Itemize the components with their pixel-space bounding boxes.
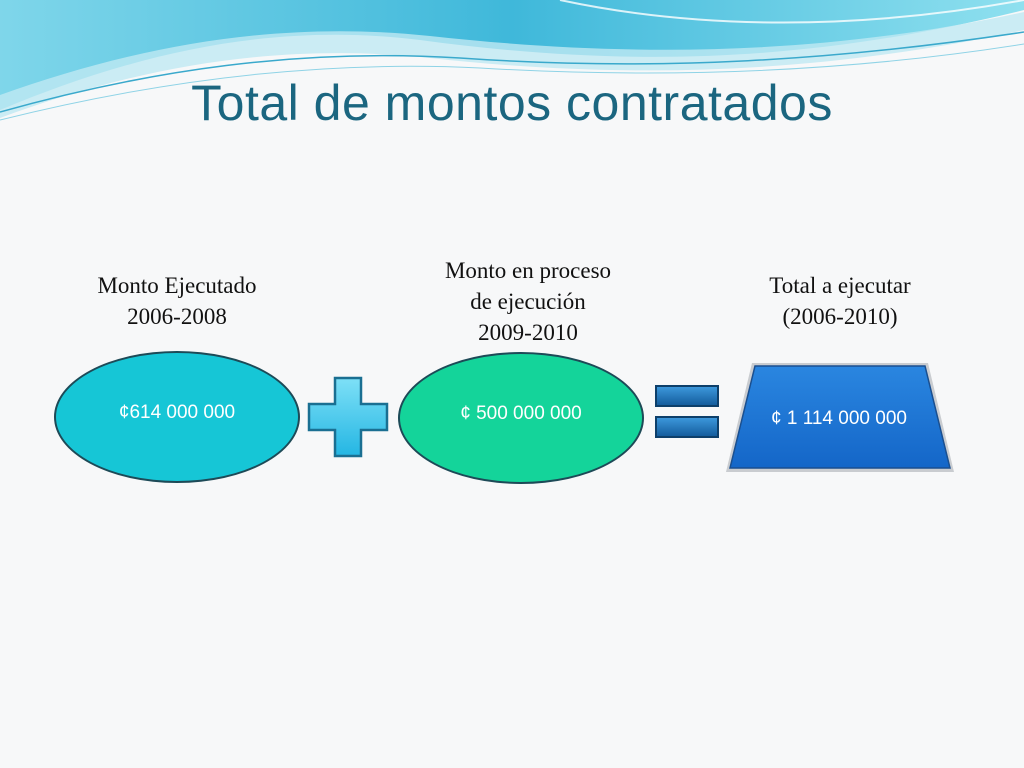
trapezoid-total: [726, 363, 954, 472]
label-monto-ejecutado: Monto Ejecutado 2006-2008: [62, 270, 292, 332]
label-line: de ejecución: [470, 289, 586, 314]
value-monto-en-proceso: ¢ 500 000 000: [460, 403, 582, 424]
label-line: 2009-2010: [478, 320, 578, 345]
ellipse-monto-en-proceso: ¢ 500 000 000: [398, 352, 644, 484]
label-monto-en-proceso: Monto en proceso de ejecución 2009-2010: [408, 255, 648, 348]
wave-decoration: [0, 0, 1024, 121]
label-line: Monto en proceso: [444, 258, 612, 283]
label-line: Monto Ejecutado: [97, 273, 257, 298]
equals-icon: [655, 385, 719, 438]
value-monto-ejecutado: ¢614 000 000: [118, 402, 236, 423]
label-line: (2006-2010): [782, 304, 898, 329]
label-total-a-ejecutar: Total a ejecutar (2006-2010): [730, 270, 950, 332]
slide-title: Total de montos contratados: [191, 75, 833, 131]
value-total-a-ejecutar: ¢ 1 114 000 000: [771, 408, 907, 429]
label-line: 2006-2008: [127, 304, 227, 329]
plus-icon: [307, 376, 389, 458]
label-line: Total a ejecutar: [769, 273, 911, 298]
ellipse-monto-ejecutado: ¢614 000 000: [54, 351, 300, 483]
